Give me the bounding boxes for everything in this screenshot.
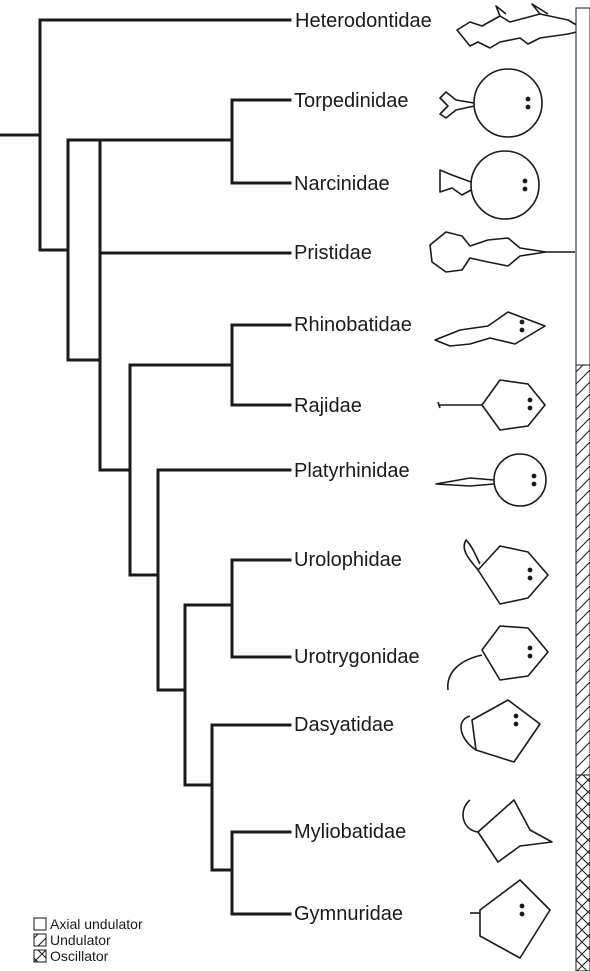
bar-oscillator — [576, 775, 590, 971]
legend-label-undulator: Undulator — [50, 932, 111, 948]
eagle-ray-icon — [463, 800, 552, 862]
clade-uro — [185, 560, 290, 785]
bar-axial-undulator — [576, 8, 590, 365]
taxon-label-urolophidae: Urolophidae — [294, 548, 402, 572]
taxon-label-torpedinidae: Torpedinidae — [294, 89, 409, 113]
taxon-label-myliobatidae: Myliobatidae — [294, 820, 406, 844]
narcine-ray-icon — [440, 151, 539, 219]
bar-undulator — [576, 365, 590, 775]
legend-swatch-undulator — [34, 934, 46, 946]
legend-swatch-axial — [34, 918, 46, 930]
whiptail-stingray-icon — [461, 700, 540, 762]
butterfly-ray-icon — [470, 880, 550, 958]
clade-torpedo-stem — [100, 100, 232, 140]
taxon-label-gymnuridae: Gymnuridae — [294, 902, 403, 926]
taxon-label-platyrhinidae: Platyrhinidae — [294, 459, 410, 483]
taxon-label-heterodontidae: Heterodontidae — [295, 9, 432, 33]
clade-batoidea — [68, 140, 100, 360]
taxon-label-dasyatidae: Dasyatidae — [294, 713, 394, 737]
taxon-label-pristidae: Pristidae — [294, 241, 372, 265]
clade-torpediniformes — [100, 100, 290, 253]
taxon-label-rhinobatidae: Rhinobatidae — [294, 313, 412, 337]
taxon-label-rajidae: Rajidae — [294, 394, 362, 418]
legend-label-oscillator: Oscillator — [50, 948, 108, 964]
round-ray-icon — [464, 540, 548, 604]
legend-swatch-oscillator — [34, 950, 46, 962]
taxon-label-urotrygonidae: Urotrygonidae — [294, 645, 420, 669]
torpedo-ray-icon — [440, 69, 542, 137]
tree-branches — [0, 20, 290, 914]
locomotion-bar — [576, 8, 590, 971]
legend-label-axial: Axial undulator — [50, 916, 143, 932]
guitarfish-icon — [435, 312, 545, 346]
thornback-ray-icon — [436, 454, 546, 506]
stingray-round-icon — [448, 626, 548, 690]
taxon-label-narcinidae: Narcinidae — [294, 172, 390, 196]
legend-swatches — [34, 918, 46, 962]
fish-silhouettes — [430, 4, 585, 958]
clade-all — [40, 20, 290, 250]
clade-dasy — [212, 725, 290, 914]
skate-icon — [438, 380, 545, 430]
sawfish-icon — [430, 232, 575, 272]
shark-icon — [457, 4, 585, 48]
clade-rhino-raja — [130, 325, 290, 575]
